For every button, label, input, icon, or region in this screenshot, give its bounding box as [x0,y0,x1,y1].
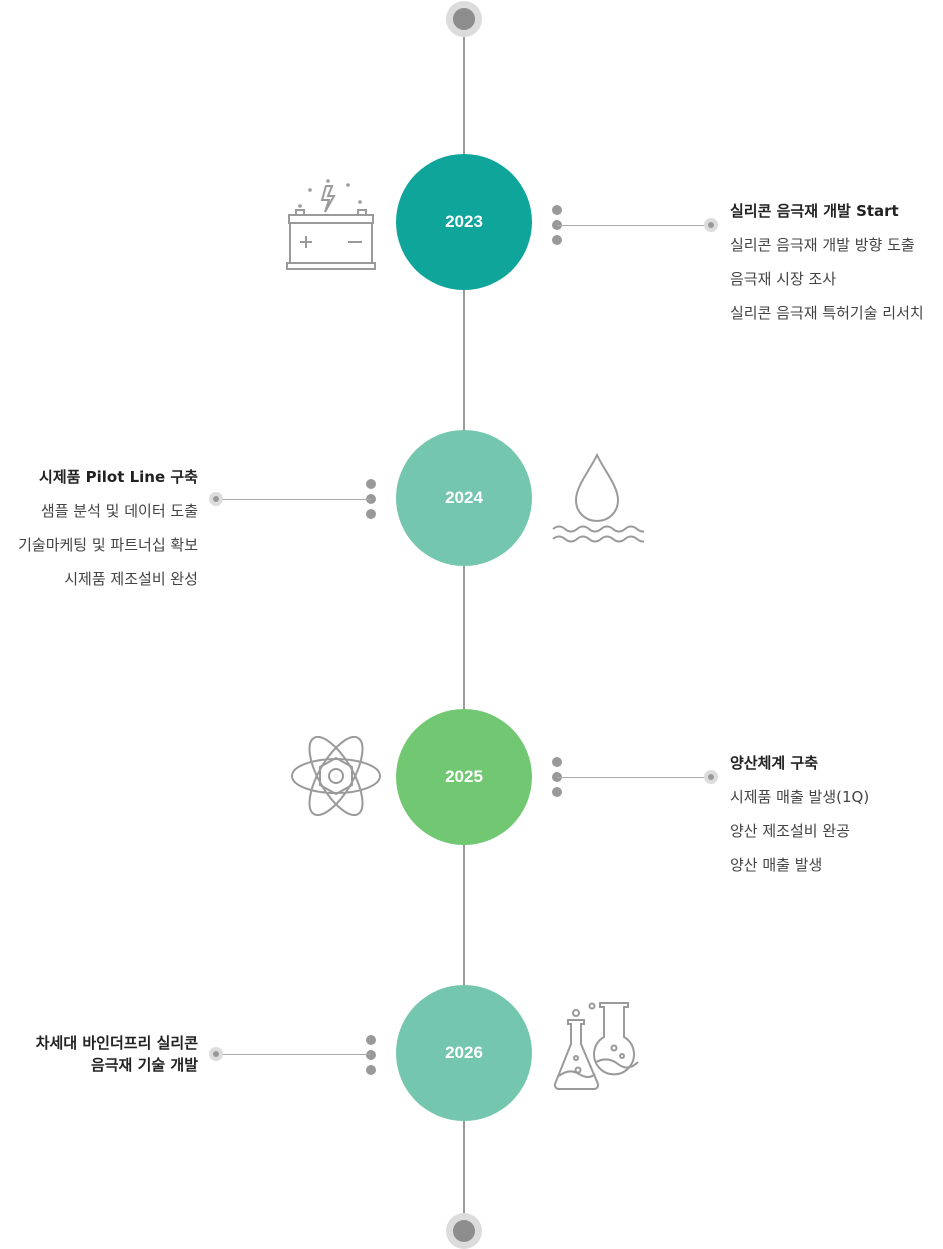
milestone-list-2026: 차세대 바인더프리 실리콘 음극재 기술 개발 [36,1032,198,1076]
milestone-title-line-2: 음극재 기술 개발 [90,1056,198,1074]
milestone-item: 실리콘 음극재 특허기술 리서치 [730,304,924,322]
milestone-list-2024: 시제품 Pilot Line 구축 샘플 분석 및 데이터 도출 기술마케팅 및… [18,460,198,596]
milestone-item: 시제품 매출 발생(1Q) [730,788,870,806]
milestone-item: 양산 제조설비 완공 [730,822,850,840]
connector-end-marker [209,1047,223,1061]
connector-dots [552,757,562,802]
year-label: 2023 [445,212,483,231]
milestone-item: 샘플 분석 및 데이터 도출 [40,502,198,520]
timeline-end-dot [446,1213,482,1249]
year-label: 2024 [445,488,483,507]
milestone-item: 시제품 제조설비 완성 [64,570,198,588]
milestone-title: 양산체계 구축 [730,754,819,772]
connector-end-marker [704,770,718,784]
year-label: 2025 [445,767,483,786]
year-circle-2025: 2025 [396,709,532,845]
milestone-list-2023: 실리콘 음극재 개발 Start 실리콘 음극재 개발 방향 도출 음극재 시장… [730,194,924,330]
connector-line [217,499,371,500]
connector-line [557,777,711,778]
connector-dots [552,205,562,250]
connector-line [217,1054,371,1055]
atom-icon [288,728,384,824]
water-drop-icon [550,452,644,546]
connector-line [557,225,711,226]
milestone-list-2025: 양산체계 구축 시제품 매출 발생(1Q) 양산 제조설비 완공 양산 매출 발… [730,746,869,882]
milestone-item: 실리콘 음극재 개발 방향 도출 [730,236,915,254]
year-circle-2023: 2023 [396,154,532,290]
year-circle-2024: 2024 [396,430,532,566]
milestone-item: 양산 매출 발생 [730,856,823,874]
timeline-axis [463,18,465,1231]
year-label: 2026 [445,1043,483,1062]
year-circle-2026: 2026 [396,985,532,1121]
flask-icon [550,1000,646,1096]
milestone-item: 음극재 시장 조사 [730,270,837,288]
connector-end-marker [209,492,223,506]
milestone-title: 실리콘 음극재 개발 Start [730,202,899,220]
battery-icon [284,178,378,272]
milestone-title-line-1: 차세대 바인더프리 실리콘 [35,1034,198,1052]
connector-end-marker [704,218,718,232]
timeline-start-dot [446,1,482,37]
milestone-item: 기술마케팅 및 파트너십 확보 [18,536,198,554]
milestone-title: 시제품 Pilot Line 구축 [39,468,198,486]
connector-dots [366,1035,376,1080]
connector-dots [366,479,376,524]
